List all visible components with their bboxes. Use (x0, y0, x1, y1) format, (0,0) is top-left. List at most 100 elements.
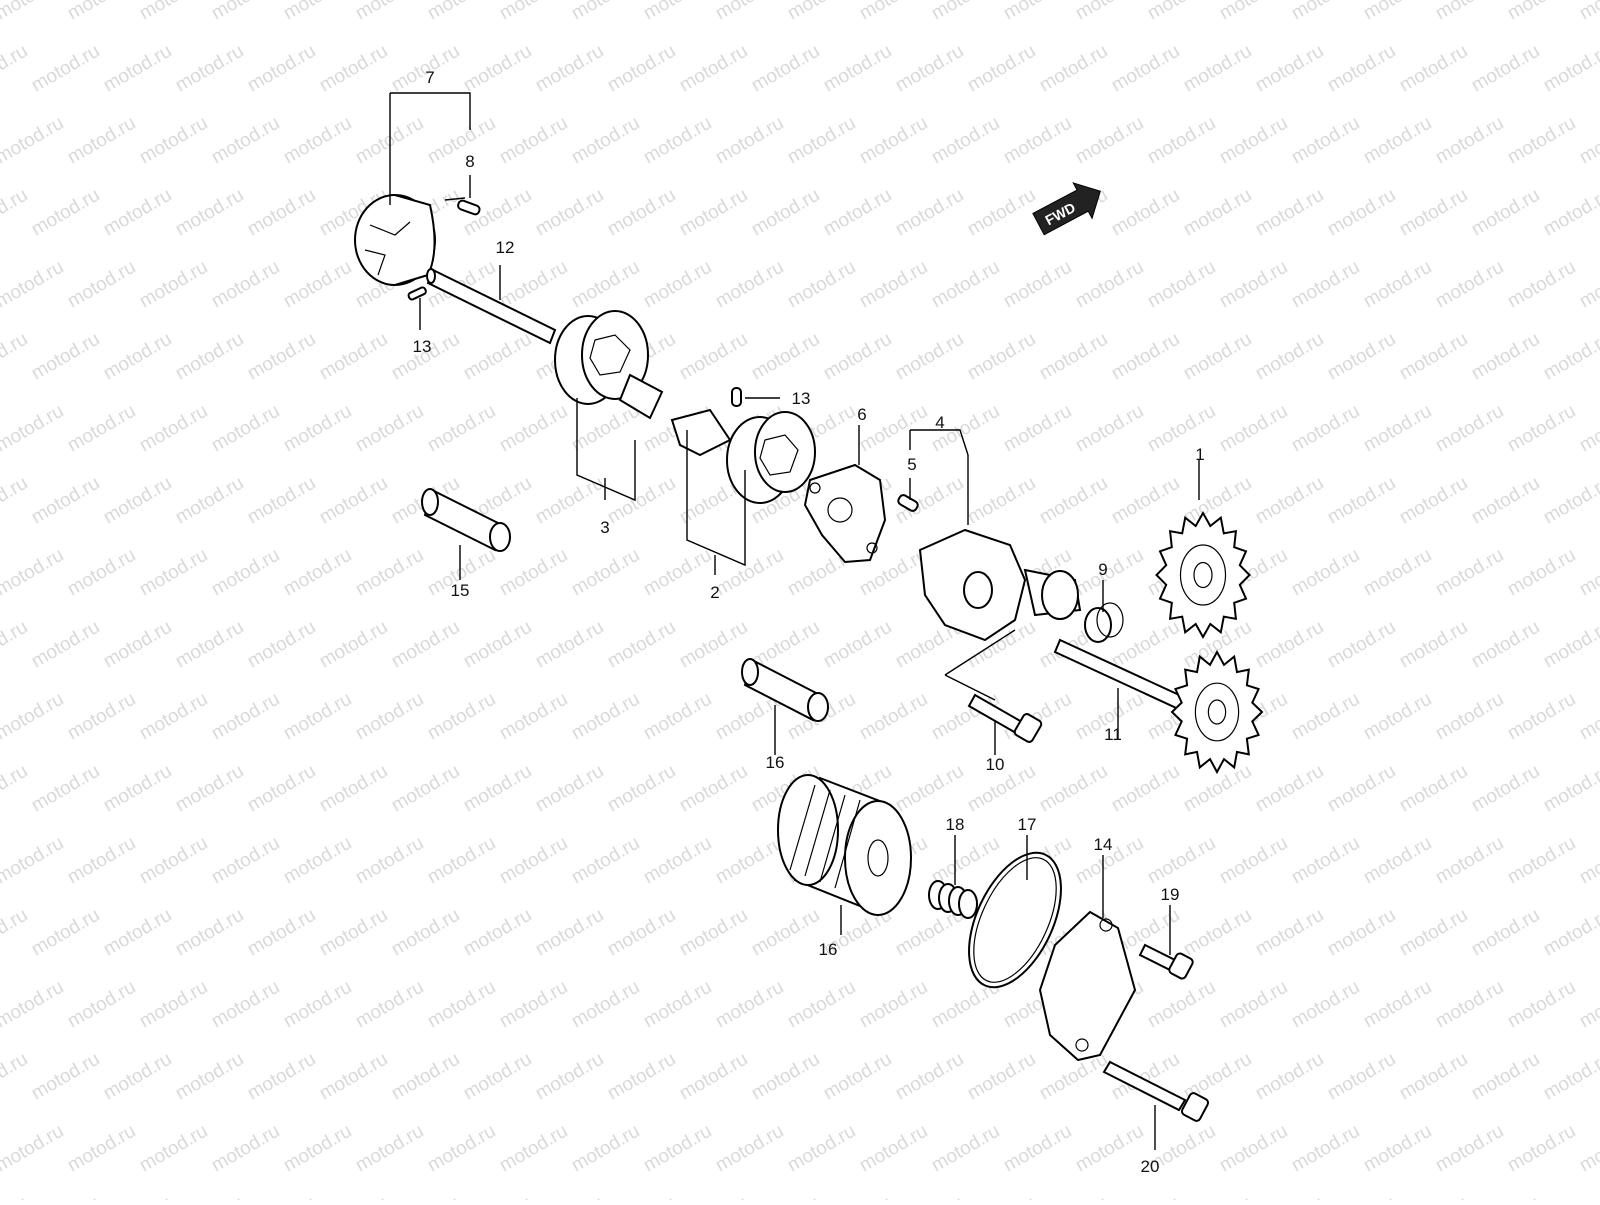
part-6-cover-plate (803, 463, 887, 564)
watermark-text: motod.ru (0, 833, 67, 889)
watermark-text: motod.ru (28, 473, 103, 529)
watermark-text: motod.ru (1540, 185, 1600, 241)
watermark-text: motod.ru (1288, 977, 1363, 1033)
watermark-text: motod.ru (712, 977, 787, 1033)
watermark-text: motod.ru (0, 473, 31, 529)
watermark-text: motod.ru (1396, 185, 1471, 241)
watermark-text: motod.ru (1144, 0, 1219, 24)
part-16-strainer-b (741, 658, 829, 722)
watermark-text: motod.ru (100, 761, 175, 817)
watermark-text: motod.ru (928, 0, 1003, 24)
watermark-text: motod.ru (208, 113, 283, 169)
watermark-text: motod.ru (1396, 1193, 1471, 1200)
part-2-rotor-set (670, 408, 816, 504)
watermark-text: motod.ru (64, 1121, 139, 1177)
callout-8: 8 (465, 152, 474, 171)
watermark-text: motod.ru (1432, 833, 1507, 889)
watermark-text: motod.ru (496, 833, 571, 889)
watermark-text: motod.ru (136, 689, 211, 745)
watermark-text: motod.ru (280, 977, 355, 1033)
watermark-text: motod.ru (1360, 401, 1435, 457)
watermark-text: motod.ru (568, 833, 643, 889)
watermark-text: motod.ru (568, 0, 643, 24)
watermark-text: motod.ru (568, 257, 643, 313)
watermark-text: motod.ru (244, 185, 319, 241)
watermark-text: motod.ru (172, 473, 247, 529)
watermark-text: motod.ru (820, 617, 895, 673)
watermark-text: motod.ru (748, 329, 823, 385)
watermark-text: motod.ru (1288, 545, 1363, 601)
watermark-text: motod.ru (1216, 833, 1291, 889)
callout-3: 3 (600, 518, 609, 537)
watermark-text: motod.ru (568, 977, 643, 1033)
watermark-text: motod.ru (856, 977, 931, 1033)
watermark-text: motod.ru (964, 185, 1039, 241)
watermark-text: motod.ru (1288, 833, 1363, 889)
watermark-text: motod.ru (1576, 113, 1600, 169)
watermark-text: motod.ru (604, 41, 679, 97)
watermark-text: motod.ru (676, 185, 751, 241)
watermark-text: motod.ru (244, 329, 319, 385)
watermark-text: motod.ru (1252, 1193, 1327, 1200)
watermark-text: motod.ru (1216, 257, 1291, 313)
watermark-text: motod.ru (856, 689, 931, 745)
watermark-text: motod.ru (1324, 473, 1399, 529)
watermark-text: motod.ru (1504, 257, 1579, 313)
watermark-text: motod.ru (1324, 185, 1399, 241)
watermark-text: motod.ru (280, 689, 355, 745)
watermark-text: motod.ru (1072, 113, 1147, 169)
watermark-text: motod.ru (1180, 905, 1255, 961)
watermark-text: motod.ru (1036, 41, 1111, 97)
watermark-text: motod.ru (1072, 257, 1147, 313)
callout-7: 7 (425, 68, 434, 87)
watermark-text: motod.ru (244, 473, 319, 529)
watermark-text: motod.ru (856, 257, 931, 313)
watermark-text: motod.ru (820, 1049, 895, 1105)
watermark-text: motod.ru (424, 113, 499, 169)
watermark-text: motod.ru (1504, 689, 1579, 745)
watermark-text: motod.ru (640, 257, 715, 313)
watermark-text: motod.ru (1324, 329, 1399, 385)
watermark-text: motod.ru (208, 0, 283, 24)
watermark-text: motod.ru (784, 113, 859, 169)
fwd-arrow-badge: FWD (1032, 182, 1101, 236)
watermark-text: motod.ru (1504, 545, 1579, 601)
watermark-text: motod.ru (640, 689, 715, 745)
watermark-text: motod.ru (28, 617, 103, 673)
watermark-text: motod.ru (1252, 617, 1327, 673)
watermark-text: motod.ru (1252, 329, 1327, 385)
watermark-text: motod.ru (1396, 617, 1471, 673)
watermark-text: motod.ru (748, 41, 823, 97)
watermark-text: motod.ru (64, 401, 139, 457)
watermark-text: motod.ru (0, 0, 67, 24)
callout-2: 2 (710, 583, 719, 602)
watermark-text: motod.ru (1216, 977, 1291, 1033)
watermark-text: motod.ru (208, 977, 283, 1033)
gear-teeth (1155, 510, 1251, 640)
watermark-text: motod.ru (820, 329, 895, 385)
watermark-text: motod.ru (1360, 257, 1435, 313)
watermark-text: motod.ru (28, 1049, 103, 1105)
watermark-text: motod.ru (1360, 833, 1435, 889)
watermark-text: motod.ru (136, 0, 211, 24)
part-15-oil-filter (777, 774, 912, 916)
callout-19: 19 (1161, 885, 1180, 904)
gear-teeth (1170, 649, 1264, 775)
watermark-text: motod.ru (820, 41, 895, 97)
watermark-text: motod.ru (460, 1049, 535, 1105)
watermark-text: motod.ru (532, 185, 607, 241)
watermark-text: motod.ru (244, 1049, 319, 1105)
watermark-text: motod.ru (928, 113, 1003, 169)
watermark-text: motod.ru (676, 329, 751, 385)
watermark-text: motod.ru (424, 977, 499, 1033)
watermark-text: motod.ru (0, 761, 31, 817)
watermark-text: motod.ru (1360, 1121, 1435, 1177)
watermark-text: motod.ru (1504, 977, 1579, 1033)
watermark-text: motod.ru (316, 905, 391, 961)
callouts: 7 8 12 13 13 3 2 6 4 5 1 9 11 10 15 16 1… (413, 68, 1205, 1176)
watermark-text: motod.ru (388, 761, 463, 817)
callout-12: 12 (496, 238, 515, 257)
watermark-text: motod.ru (28, 329, 103, 385)
watermark-text: motod.ru (424, 1121, 499, 1177)
gear-bore (1207, 699, 1227, 725)
